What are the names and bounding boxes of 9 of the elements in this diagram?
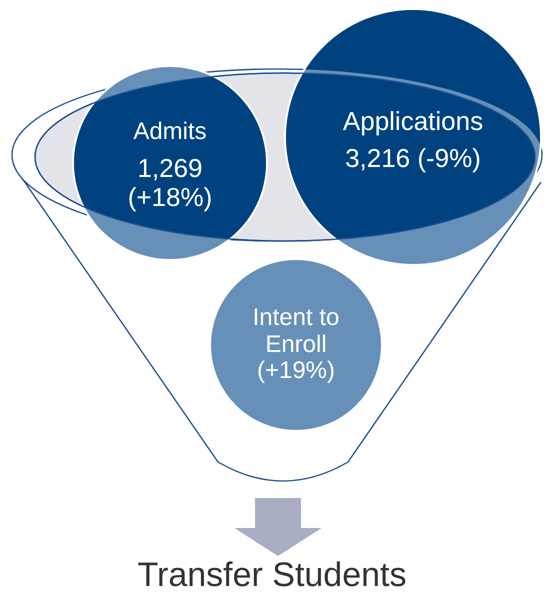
circle-title: Admits xyxy=(133,118,207,146)
circle-title: Applications xyxy=(342,106,484,136)
down-arrow xyxy=(234,498,322,556)
circle xyxy=(284,8,542,266)
circle xyxy=(72,65,268,261)
circle-value: 3,216 (-9%) xyxy=(345,144,481,174)
circle-value: 1,269 (+18%) xyxy=(126,154,214,212)
circle-label: Intent to Enroll (+19%) xyxy=(252,304,340,386)
result-label: Transfer Students xyxy=(0,556,544,594)
